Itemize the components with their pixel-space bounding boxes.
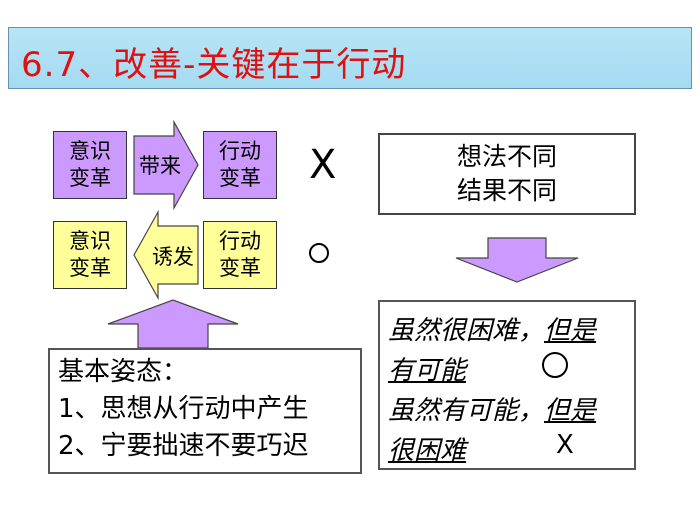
title-bar: 6.7、改善-关键在于行动 xyxy=(8,27,692,89)
idea-box: 想法不同 结果不同 xyxy=(378,133,636,215)
up-arrow-icon xyxy=(107,299,239,349)
page-title: 6.7、改善-关键在于行动 xyxy=(21,45,407,85)
right-arrow-icon xyxy=(133,119,199,211)
top-awareness-line2: 变革 xyxy=(69,166,111,190)
result-line2: 有可能 xyxy=(388,356,467,386)
idea-line2: 结果不同 xyxy=(456,176,557,205)
top-awareness-line1: 意识 xyxy=(69,139,111,163)
bottom-action-box: 行动 变革 xyxy=(203,221,277,289)
top-action-line2: 变革 xyxy=(219,166,261,190)
top-x-mark: X xyxy=(309,142,337,188)
result-line3: 虽然有可能，但是 xyxy=(388,396,597,426)
top-action-line1: 行动 xyxy=(219,139,261,163)
top-action-box: 行动 变革 xyxy=(203,131,277,199)
underlined-phrase: 但是 xyxy=(544,316,597,346)
result-panel: 虽然很困难，但是 有可能 虽然有可能，但是 很困难 X xyxy=(378,300,636,470)
down-arrow-icon xyxy=(455,237,579,283)
result-circle-mark xyxy=(542,352,568,378)
bottom-awareness-box: 意识 变革 xyxy=(53,221,127,289)
result-line1-text: 虽然很困难，但是 xyxy=(388,316,597,346)
idea-line1: 想法不同 xyxy=(456,142,557,171)
result-line1: 虽然很困难，但是 xyxy=(388,310,596,347)
bottom-awareness-line2: 变革 xyxy=(69,256,111,280)
top-arrow-label: 带来 xyxy=(139,154,181,178)
left-arrow-icon xyxy=(133,209,199,301)
basic-attitude-box: 基本姿态： 1、思想从行动中产生 2、宁要拙速不要巧迟 xyxy=(48,348,362,474)
bottom-action-line2: 变革 xyxy=(219,256,261,280)
attitude-heading: 基本姿态： xyxy=(58,357,189,387)
result-line4: 很困难 xyxy=(388,436,467,466)
bottom-circle-mark xyxy=(309,243,329,263)
top-awareness-box: 意识 变革 xyxy=(53,131,127,199)
attitude-item-2: 2、宁要拙速不要巧迟 xyxy=(58,431,309,461)
result-x-mark: X xyxy=(556,430,574,460)
attitude-item-1: 1、思想从行动中产生 xyxy=(58,394,309,424)
bottom-action-line1: 行动 xyxy=(219,229,261,253)
bottom-arrow-label: 诱发 xyxy=(152,245,194,269)
bottom-awareness-line1: 意识 xyxy=(69,229,111,253)
underlined-phrase: 但是 xyxy=(544,396,597,426)
